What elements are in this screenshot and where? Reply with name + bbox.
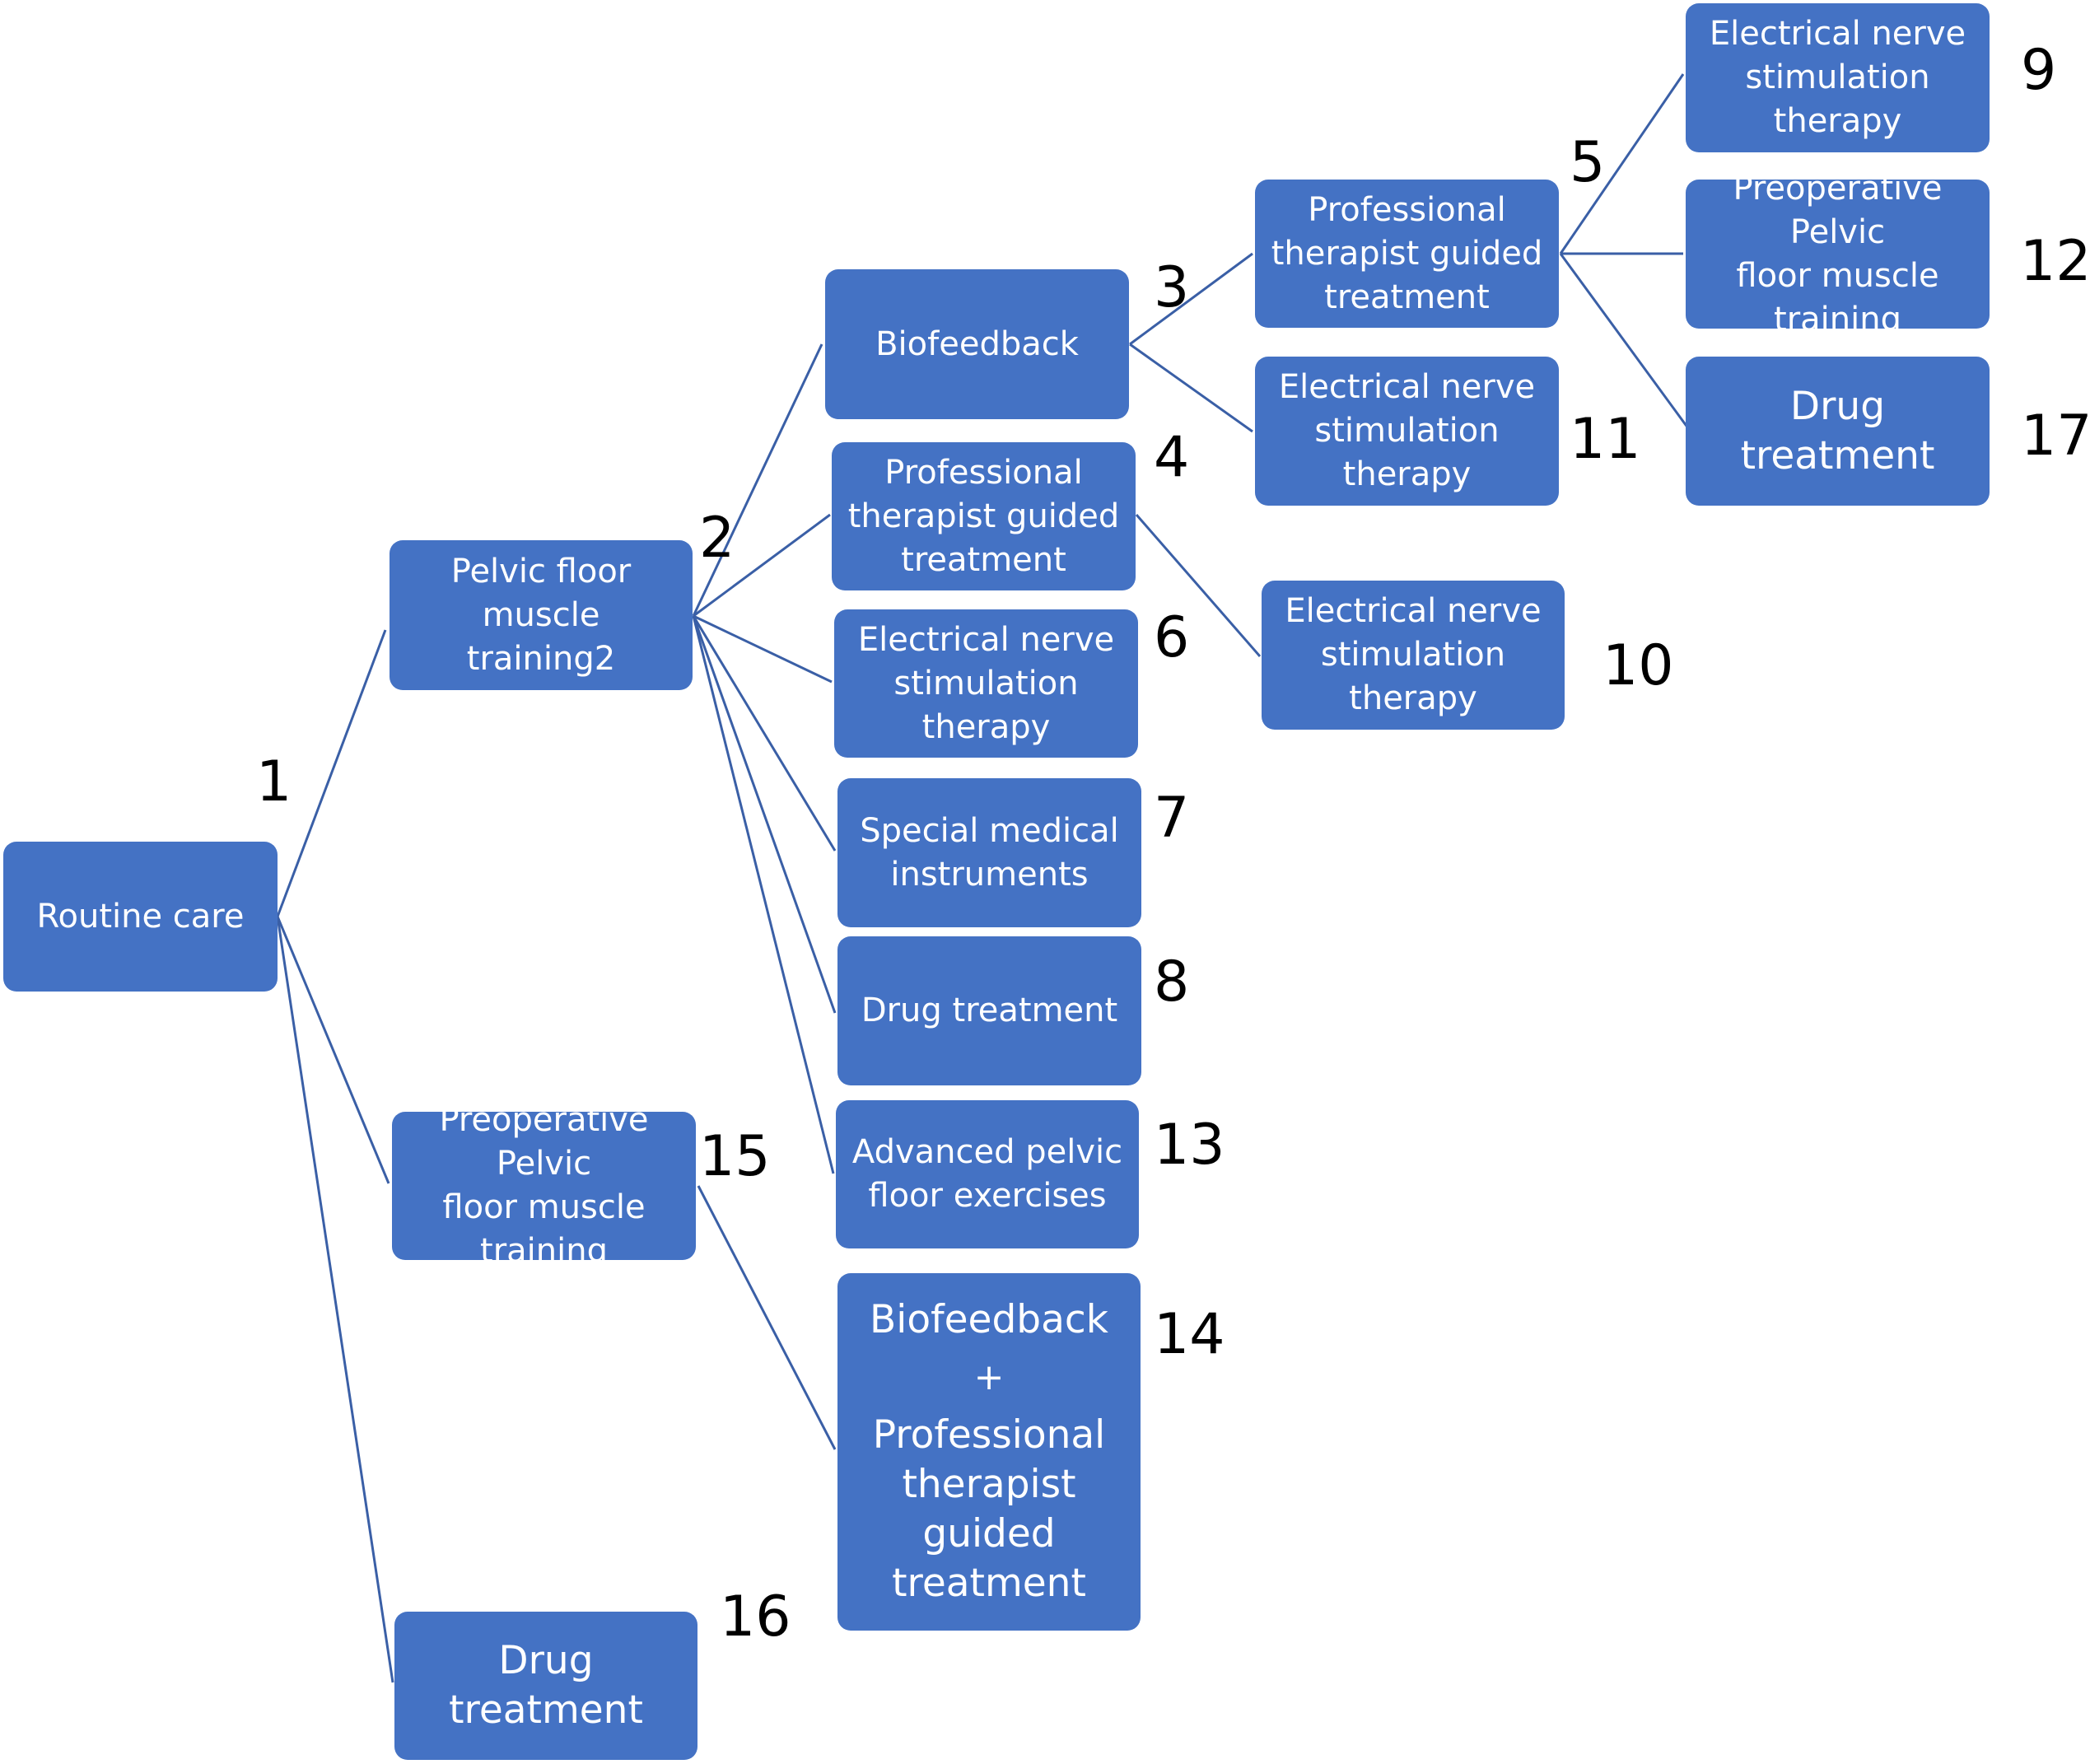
- edge-4-10: [1135, 514, 1262, 657]
- number-label-4: 4: [1154, 425, 1190, 490]
- number-label-6: 6: [1154, 605, 1190, 670]
- edge-2-8: [692, 615, 837, 1014]
- node-electrical-nerve-stimulation-therapy: Electrical nerve stimulation therapy: [834, 609, 1138, 758]
- edge-1-16: [276, 916, 394, 1683]
- node-drug-treatment: Drug treatment: [837, 936, 1141, 1085]
- node-pelvic-floor-muscle-training: Pelvic floor muscle training2: [390, 540, 693, 690]
- node-preoperative-pelvic-floor-muscle-training-level4: Preoperative Pelvic floor muscle trainin…: [1686, 170, 1990, 338]
- edge-1-15: [276, 916, 390, 1184]
- number-label-10: 10: [1602, 633, 1674, 698]
- node-electrical-nerve-stimulation-therapy-level4: Electrical nerve stimulation therapy: [1686, 3, 1990, 152]
- number-label-8: 8: [1154, 950, 1190, 1015]
- edge-2-4: [693, 513, 831, 618]
- edge-1-2: [276, 629, 387, 917]
- node-professional-therapist-guided-treatment: Professional therapist guided treatment: [832, 442, 1136, 590]
- combo-plus-sign: +: [973, 1356, 1005, 1398]
- number-label-12: 12: [2020, 229, 2090, 294]
- node-advanced-pelvic-floor-exercises: Advanced pelvic floor exercises: [836, 1100, 1139, 1248]
- number-label-9: 9: [2021, 38, 2057, 103]
- edge-3-5: [1129, 252, 1253, 346]
- node-preoperative-pelvic-floor-muscle-training: Preoperative Pelvic floor muscle trainin…: [392, 1101, 696, 1270]
- node-biofeedback-plus-professional-therapist: Biofeedback + Professional therapist gui…: [837, 1273, 1141, 1631]
- edge-3-11: [1129, 343, 1253, 433]
- edge-2-3: [692, 343, 823, 617]
- number-label-17: 17: [2021, 404, 2090, 469]
- node-routine-care: Routine care: [3, 842, 278, 992]
- node-biofeedback: Biofeedback: [825, 269, 1129, 419]
- node-electrical-nerve-stimulation-therapy-biofeedback: Electrical nerve stimulation therapy: [1255, 357, 1559, 506]
- edge-2-7: [692, 615, 837, 852]
- edge-2-13: [692, 615, 835, 1174]
- node-special-medical-instruments: Special medical instruments: [837, 778, 1141, 927]
- number-label-15: 15: [699, 1124, 771, 1189]
- number-label-13: 13: [1154, 1113, 1225, 1178]
- number-label-2: 2: [699, 506, 735, 571]
- node-electrical-nerve-stimulation-therapy-guided: Electrical nerve stimulation therapy: [1262, 581, 1565, 730]
- node-drug-treatment-routine: Drug treatment: [394, 1612, 697, 1760]
- edge-5-17: [1559, 253, 1690, 429]
- node-drug-treatment-level4: Drug treatment: [1686, 357, 1990, 506]
- edge-5-9: [1559, 73, 1685, 254]
- number-label-11: 11: [1570, 407, 1641, 472]
- number-label-7: 7: [1154, 786, 1190, 851]
- edge-15-14: [697, 1185, 837, 1450]
- number-label-16: 16: [720, 1584, 791, 1650]
- node-professional-therapist-guided-treatment-biofeedback: Professional therapist guided treatment: [1255, 180, 1559, 328]
- number-label-3: 3: [1154, 255, 1190, 320]
- number-label-5: 5: [1570, 130, 1606, 195]
- combo-label-bottom: Professional therapist guided treatment: [872, 1412, 1106, 1606]
- combo-label-top: Biofeedback: [870, 1297, 1108, 1342]
- edge-2-6: [693, 614, 833, 684]
- number-label-14: 14: [1154, 1302, 1225, 1367]
- number-label-1: 1: [256, 749, 292, 814]
